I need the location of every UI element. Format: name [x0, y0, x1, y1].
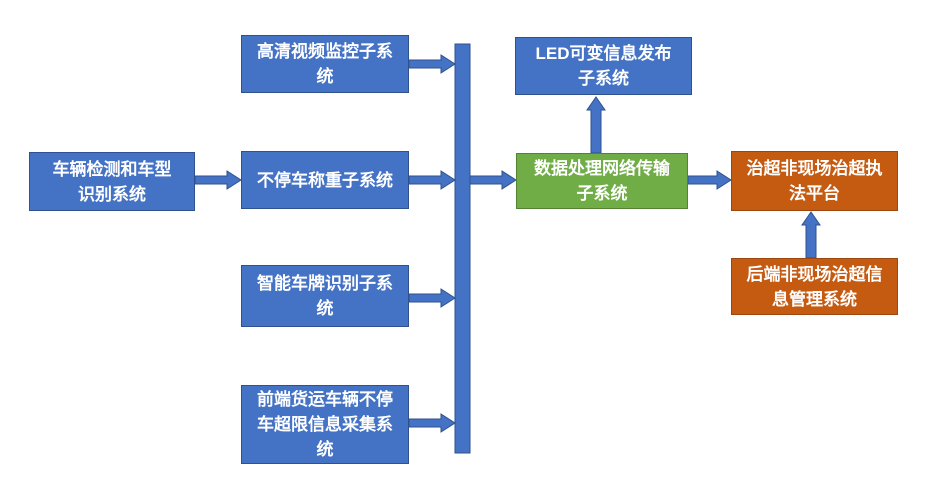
connector-collection-to-bus: [408, 413, 456, 433]
node-vehicle-detection-system: 车辆检测和车型 识别系统: [29, 152, 195, 211]
node-led-variable-message-subsystem: LED可变信息发布 子系统: [515, 37, 692, 95]
node-backend-overload-info-management-system: 后端非现场治超信 息管理系统: [731, 258, 898, 315]
connector-backend-to-platform: [801, 211, 821, 259]
node-weigh-in-motion-subsystem: 不停车称重子系统: [241, 151, 409, 209]
node-front-end-overload-info-collection-system: 前端货运车辆不停 车超限信息采集系 统: [241, 385, 409, 464]
connector-vehicle-to-weigh: [194, 170, 242, 190]
node-data-processing-network-transmission-subsystem: 数据处理网络传输 子系统: [516, 153, 688, 209]
connector-data-processing-to-led: [586, 96, 606, 154]
bus-bar: [454, 43, 471, 454]
connector-weigh-to-bus: [408, 170, 456, 190]
node-plate-recognition-subsystem: 智能车牌识别子系 统: [241, 265, 409, 327]
connector-data-processing-to-platform: [687, 170, 732, 190]
connector-video-to-bus: [408, 54, 456, 74]
connector-plate-to-bus: [408, 288, 456, 308]
node-offsite-overload-enforcement-platform: 治超非现场治超执 法平台: [731, 151, 898, 211]
connector-bus-to-data-processing: [469, 170, 517, 190]
node-hd-video-surveillance-subsystem: 高清视频监控子系 统: [241, 35, 409, 93]
